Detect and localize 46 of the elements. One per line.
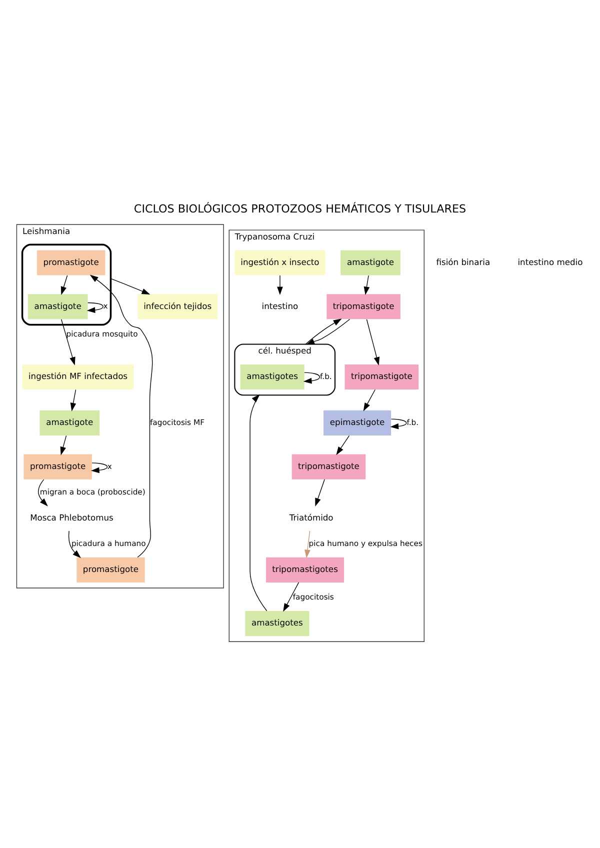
arrow [250,394,268,612]
arrow [277,275,283,296]
node-box: amastigotes [240,364,304,390]
node-box: promastigote [24,454,92,480]
node-box: ingestión MF infectados [22,364,134,390]
node-box: promastigote [76,557,145,582]
arrow [304,530,310,558]
node-box: amastigote [340,250,400,276]
node-box: amastigote [40,410,100,436]
node-box: epimastigote [324,410,392,436]
label: intestino medio [518,256,583,267]
arrow [366,319,380,366]
arrow [390,418,407,430]
arrow [68,530,81,558]
arrow [38,479,48,506]
node-box: ingestión x insecto [234,250,326,276]
arrow [364,275,370,296]
node-box: tripomastigote [326,294,400,320]
arrow [303,372,320,384]
arrow [336,435,350,456]
arrow [363,389,376,412]
node-box: tripomastigote [344,364,419,390]
node-box: amastigotes [245,611,310,636]
cluster [21,244,112,326]
arrow [283,582,300,612]
diagram-title: CICLOS BIOLÓGICOS PROTOZOOS HEMÁTICOS Y TISULARES [134,202,466,216]
arrow [60,275,68,295]
node-box: amastigote [28,294,88,320]
arrow [305,318,342,345]
node-box: tripomastigotes [266,557,344,582]
arrow [90,462,108,474]
node-text: Mosca Phlebotomus [30,512,114,523]
node-text: Triatómido [289,512,334,523]
node-box: promastigote [36,250,106,276]
arrow [60,435,67,456]
node-text: intestino [262,300,298,311]
arrow [60,319,76,366]
arrow [315,479,325,507]
label: fisión binaria [436,256,490,267]
arrow [306,318,350,345]
arrow [86,302,104,314]
node-box: tripomastigote [292,454,366,480]
arrow [110,278,150,294]
arrow [70,389,76,412]
node-box: infección tejidos [138,294,218,320]
arrow [90,274,153,558]
